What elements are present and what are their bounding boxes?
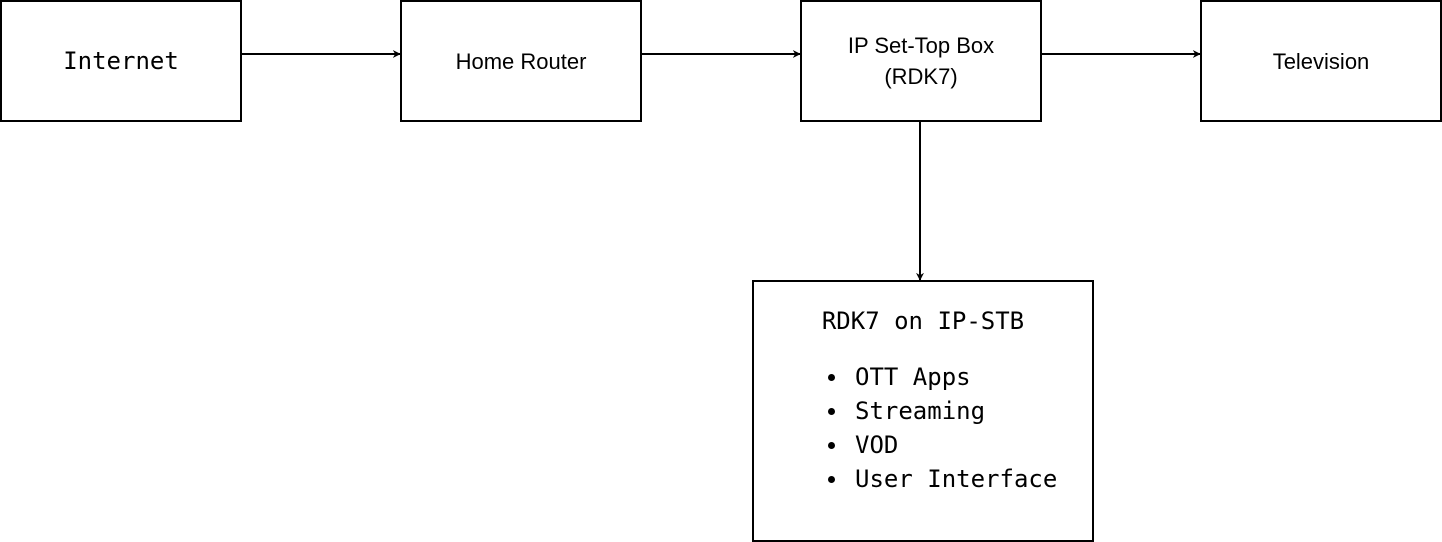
home-router-node: Home Router bbox=[400, 0, 642, 122]
feature-item: Streaming bbox=[826, 394, 1057, 428]
feature-item: User Interface bbox=[826, 462, 1057, 496]
internet-label: Internet bbox=[63, 47, 179, 75]
feature-label: VOD bbox=[855, 431, 899, 459]
internet-node: Internet bbox=[0, 0, 242, 122]
ip-set-top-box-label: IP Set-Top Box bbox=[847, 33, 995, 58]
bullet-icon bbox=[828, 408, 835, 415]
rdk7-details-node: RDK7 on IP-STB OTT Apps Streaming VOD Us… bbox=[752, 280, 1094, 542]
feature-label: User Interface bbox=[855, 465, 1058, 493]
feature-label: OTT Apps bbox=[855, 363, 971, 391]
rdk7-details-title: RDK7 on IP-STB bbox=[821, 307, 1025, 335]
bullet-icon bbox=[828, 476, 835, 483]
television-label: Television bbox=[1272, 48, 1370, 74]
feature-label: Streaming bbox=[855, 397, 986, 425]
ip-set-top-box-sublabel: (RDK7) bbox=[884, 64, 958, 89]
feature-item: OTT Apps bbox=[826, 360, 1057, 394]
rdk7-feature-list: OTT Apps Streaming VOD User Interface bbox=[826, 360, 1057, 496]
television-node: Television bbox=[1200, 0, 1442, 122]
bullet-icon bbox=[828, 374, 835, 381]
bullet-icon bbox=[828, 442, 835, 449]
home-router-label: Home Router bbox=[455, 48, 587, 74]
feature-item: VOD bbox=[826, 428, 1057, 462]
ip-set-top-box-node: IP Set-Top Box (RDK7) bbox=[800, 0, 1042, 122]
